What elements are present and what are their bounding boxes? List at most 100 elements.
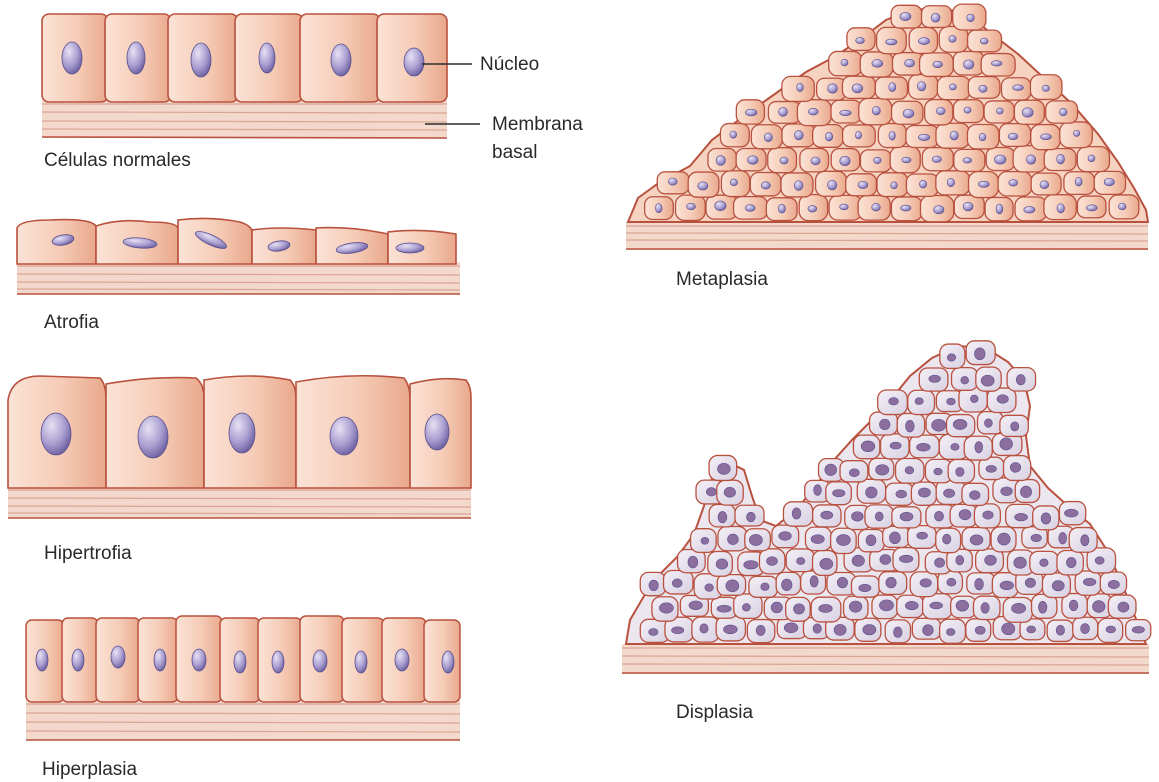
- nucleus: [672, 579, 682, 588]
- nucleus: [718, 463, 731, 474]
- nucleus: [863, 625, 876, 635]
- atrophic-cell-row: [17, 218, 456, 264]
- nucleus: [905, 467, 914, 475]
- nucleus: [947, 178, 954, 186]
- nucleus: [872, 203, 881, 211]
- nucleus: [794, 181, 803, 191]
- atrophy-label: Atrofia: [44, 312, 99, 334]
- nucleus: [947, 578, 956, 586]
- nucleus: [852, 555, 864, 566]
- nucleus: [810, 576, 818, 587]
- nucleus: [889, 397, 899, 404]
- atrophy-panel: [17, 218, 460, 294]
- nucleus: [1042, 85, 1049, 91]
- nucleus: [861, 441, 875, 452]
- nucleus: [961, 376, 969, 384]
- nucleus: [1026, 155, 1035, 165]
- nucleus: [1015, 513, 1028, 520]
- nucleus: [902, 157, 911, 163]
- nucleus: [820, 558, 833, 569]
- nucleus: [923, 625, 934, 636]
- nucleus: [745, 109, 756, 116]
- nucleus: [828, 180, 837, 190]
- nucleus: [935, 558, 945, 567]
- nucleus: [1020, 486, 1031, 497]
- nucleus: [1040, 181, 1049, 189]
- nucleus: [747, 512, 756, 522]
- nucleus: [1001, 487, 1013, 496]
- nucleus: [1002, 623, 1015, 635]
- nucleus: [1088, 155, 1095, 162]
- nucleus: [934, 206, 944, 214]
- nucleus: [792, 508, 801, 519]
- nucleus: [1040, 559, 1049, 567]
- dysplasia-panel: [622, 341, 1151, 674]
- nucleus: [701, 537, 709, 544]
- nucleus: [880, 419, 891, 430]
- nucleus: [905, 601, 918, 610]
- nucleus: [906, 420, 915, 432]
- nucleus: [1081, 535, 1089, 546]
- nucleus: [717, 605, 731, 612]
- nucleus: [889, 83, 896, 92]
- nucleus: [984, 419, 992, 428]
- nucleus: [655, 203, 662, 212]
- nucleus: [745, 205, 755, 212]
- nucleus: [779, 107, 788, 116]
- nucleus: [944, 489, 955, 498]
- nucleus: [840, 204, 849, 210]
- nucleus: [994, 155, 1005, 164]
- nucleus: [1057, 154, 1065, 164]
- nucleus: [784, 623, 798, 633]
- nucleus: [918, 38, 929, 45]
- nucleus: [985, 555, 997, 565]
- nucleus: [886, 577, 896, 588]
- hypertrophy-label: Hipertrofia: [44, 543, 132, 565]
- nucleus: [1000, 581, 1014, 590]
- nucleus: [903, 109, 914, 118]
- nucleus: [797, 558, 805, 565]
- nucleus: [767, 557, 778, 566]
- nucleus: [723, 625, 737, 634]
- nucleus: [1083, 578, 1096, 585]
- basement-membrane-label-line2: basal: [492, 142, 537, 164]
- nucleus: [858, 181, 868, 188]
- nucleus: [706, 488, 716, 497]
- nucleus: [964, 60, 974, 70]
- nucleus: [852, 84, 863, 93]
- nucleus: [1008, 133, 1018, 140]
- nucleus: [819, 604, 833, 612]
- nucleus: [1011, 422, 1019, 431]
- nucleus: [841, 59, 848, 66]
- nucleus: [872, 106, 880, 115]
- nucleus: [979, 85, 987, 92]
- nucleus: [947, 354, 955, 361]
- nucleus: [808, 206, 817, 212]
- nucleus: [849, 469, 859, 477]
- nucleus: [1069, 600, 1078, 611]
- nucleus: [761, 182, 770, 189]
- nucleus: [1041, 513, 1051, 524]
- nucleus: [1132, 626, 1144, 633]
- nucleus: [834, 624, 846, 635]
- nucleus: [1095, 557, 1104, 565]
- nucleus: [980, 38, 988, 44]
- nucleus: [764, 133, 772, 142]
- nucleus: [917, 82, 926, 91]
- nucleus: [979, 133, 986, 140]
- nucleus: [900, 512, 913, 521]
- nucleus: [859, 584, 871, 591]
- nucleus: [942, 534, 950, 544]
- nucleus: [950, 131, 958, 140]
- nucleus: [886, 39, 897, 45]
- nucleus: [782, 579, 793, 591]
- nucleus: [899, 555, 913, 562]
- nucleus: [780, 157, 788, 164]
- basement-membrane: [42, 100, 447, 138]
- nucleus: [659, 603, 673, 613]
- nucleus: [956, 600, 969, 611]
- nucleus: [794, 131, 803, 140]
- nucleus: [855, 132, 861, 139]
- nucleus: [756, 625, 765, 635]
- nucleus: [1075, 177, 1082, 186]
